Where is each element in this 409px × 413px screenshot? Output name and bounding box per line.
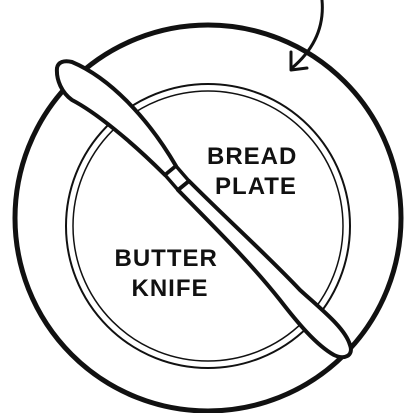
butter-knife-label-line-1: BUTTER: [115, 245, 218, 272]
butter-knife-label-line-2: KNIFE: [132, 275, 209, 302]
bread-plate-label-line-2: PLATE: [215, 173, 297, 200]
bread-plate-label-line-1: BREAD: [207, 143, 297, 170]
